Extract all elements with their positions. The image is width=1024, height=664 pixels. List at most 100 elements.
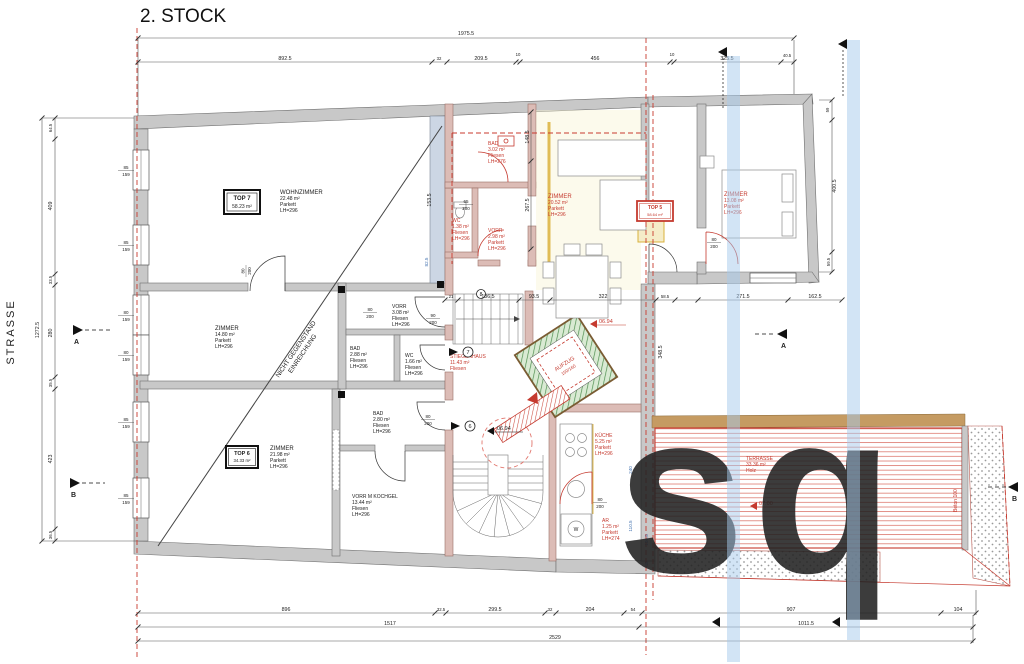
svg-text:Fliesen: Fliesen xyxy=(488,153,504,159)
svg-text:11.43 m²: 11.43 m² xyxy=(450,360,470,366)
svg-text:82.5: 82.5 xyxy=(424,257,429,266)
washbasin xyxy=(497,135,515,147)
svg-text:892.5: 892.5 xyxy=(278,56,291,62)
svg-text:14.80 m²: 14.80 m² xyxy=(215,332,235,338)
svg-text:200: 200 xyxy=(424,421,432,426)
svg-text:456: 456 xyxy=(591,56,600,62)
svg-text:423: 423 xyxy=(48,455,54,464)
svg-text:280: 280 xyxy=(48,329,54,338)
svg-text:WC: WC xyxy=(405,353,414,359)
svg-text:200: 200 xyxy=(710,244,718,249)
section-markers: A A B B xyxy=(70,325,1018,503)
svg-text:Fliesen: Fliesen xyxy=(452,230,468,236)
svg-text:LH=276: LH=276 xyxy=(488,159,506,165)
svg-text:LH=296: LH=296 xyxy=(548,212,566,218)
svg-text:TOP 5: TOP 5 xyxy=(648,205,662,211)
svg-text:80: 80 xyxy=(367,307,373,312)
svg-text:ZIMMER: ZIMMER xyxy=(548,194,572,200)
svg-text:80: 80 xyxy=(597,497,603,502)
svg-text:32.5: 32.5 xyxy=(437,607,446,612)
svg-text:80: 80 xyxy=(425,414,431,419)
svg-text:59: 59 xyxy=(825,107,830,112)
svg-text:159: 159 xyxy=(122,247,130,252)
interior-walls xyxy=(139,103,642,562)
doors xyxy=(249,151,739,505)
svg-text:ZIMMER: ZIMMER xyxy=(270,446,294,452)
svg-text:159: 159 xyxy=(122,317,130,322)
svg-text:Parkett: Parkett xyxy=(215,338,231,344)
svg-text:200: 200 xyxy=(596,504,604,509)
unit-box-top5: TOP 558.64 m² xyxy=(636,200,674,222)
note-line-1: NICHT GEGENSTAND xyxy=(275,320,318,379)
section-stripes xyxy=(712,39,860,662)
section-a-left: A xyxy=(74,339,79,346)
svg-text:2.88 m²: 2.88 m² xyxy=(350,352,367,358)
circled-refs: 7 6 8 xyxy=(449,289,486,432)
svg-text:1011.5: 1011.5 xyxy=(798,621,814,627)
svg-text:40.5: 40.5 xyxy=(783,53,792,58)
svg-text:LH=274: LH=274 xyxy=(602,536,620,542)
svg-text:TOP 7: TOP 7 xyxy=(233,196,251,202)
svg-text:85: 85 xyxy=(123,240,129,245)
svg-text:58.23 m²: 58.23 m² xyxy=(232,204,252,210)
svg-text:907: 907 xyxy=(787,607,796,613)
svg-text:20.52 m²: 20.52 m² xyxy=(548,200,568,206)
svg-text:AR: AR xyxy=(602,518,609,524)
svg-text:299.5: 299.5 xyxy=(488,607,501,613)
section-b-right: B xyxy=(1012,496,1017,503)
washer-label: W xyxy=(574,527,579,533)
svg-text:159: 159 xyxy=(122,424,130,429)
svg-text:148.5: 148.5 xyxy=(525,130,531,143)
svg-text:Parkett: Parkett xyxy=(280,202,296,208)
dim-vertical-mid: 148.5 267.5 153.5 348.5 xyxy=(427,109,664,359)
svg-text:LH=296: LH=296 xyxy=(392,322,410,328)
level-terrace: 07.00 xyxy=(759,501,773,507)
svg-text:WC: WC xyxy=(452,218,461,224)
svg-text:267.5: 267.5 xyxy=(525,198,531,211)
svg-text:104: 104 xyxy=(954,607,963,613)
svg-text:Parkett: Parkett xyxy=(488,240,504,246)
ref-7: 7 xyxy=(466,350,469,356)
svg-text:LH=296: LH=296 xyxy=(270,464,288,470)
svg-text:36.5: 36.5 xyxy=(48,530,53,539)
svg-text:85: 85 xyxy=(123,165,129,170)
svg-text:BAD: BAD xyxy=(488,141,499,147)
dim-middle: 21 186.5 93.5 322 58.5 271.5 162.5 xyxy=(442,294,845,303)
svg-text:LH=296: LH=296 xyxy=(352,512,370,518)
svg-text:65: 65 xyxy=(463,199,469,204)
svg-text:240: 240 xyxy=(628,466,633,474)
svg-text:322: 322 xyxy=(599,294,608,300)
svg-text:LH=296: LH=296 xyxy=(452,236,470,242)
svg-text:110.5: 110.5 xyxy=(628,520,633,532)
svg-text:LH=296: LH=296 xyxy=(350,364,368,370)
svg-text:Parkett: Parkett xyxy=(548,206,564,212)
ref-6: 6 xyxy=(468,424,471,430)
svg-text:159: 159 xyxy=(122,500,130,505)
svg-text:1.66 m²: 1.66 m² xyxy=(405,359,422,365)
svg-text:32: 32 xyxy=(548,607,553,612)
svg-text:59.5: 59.5 xyxy=(826,257,831,266)
svg-text:33.5: 33.5 xyxy=(48,275,53,284)
svg-text:35.5: 35.5 xyxy=(48,378,53,387)
svg-text:159: 159 xyxy=(122,357,130,362)
sink xyxy=(567,480,585,498)
svg-text:BAD: BAD xyxy=(373,411,384,417)
ref-8: 8 xyxy=(480,292,483,298)
svg-text:153.5: 153.5 xyxy=(427,193,433,206)
elevator-ramp xyxy=(493,384,571,444)
svg-text:Fliesen: Fliesen xyxy=(392,316,408,322)
svg-text:LH=296: LH=296 xyxy=(488,246,506,252)
svg-text:58.5: 58.5 xyxy=(661,294,670,299)
svg-text:85: 85 xyxy=(123,417,129,422)
